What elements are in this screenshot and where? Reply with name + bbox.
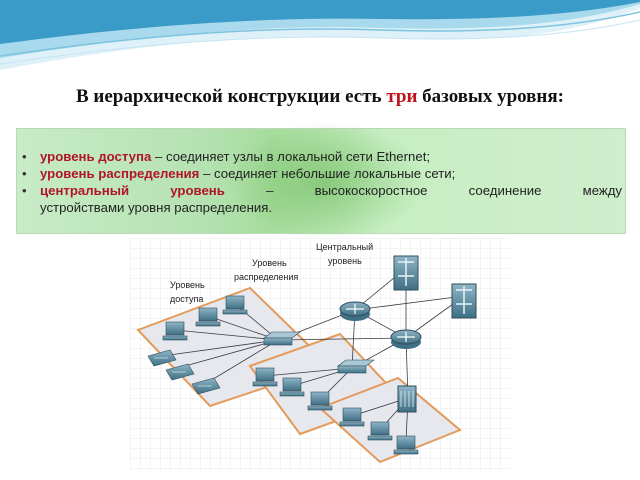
ip-phone-icon [191,377,221,395]
list-item-core: • центральный уровень – высокоскоростное… [22,183,622,198]
access-level-label: Уровень [170,280,205,290]
bullet-dot-icon: • [22,166,27,181]
ip-phone-icon [165,363,195,381]
pc-icon [339,407,365,427]
pc-icon [162,321,188,341]
pc-icon [393,435,419,455]
pc-icon [252,367,278,387]
list-item-access: • уровень доступа – соединяет узлы в лок… [22,149,431,164]
pc-icon [279,377,305,397]
pc-icon [307,391,333,411]
access-level-label-2: доступа [170,294,203,304]
network-hierarchy-diagram: Центральный уровень Уровень распределени… [130,238,510,470]
router-icon [390,329,422,349]
pc-icon [222,295,248,315]
server-icon [397,385,417,413]
list-item-distribution: • уровень распределения – соединяет небо… [22,166,456,181]
router-icon [339,301,371,321]
switch-icon [337,359,375,374]
switch-icon [263,331,301,346]
access-plane-3 [318,376,462,464]
levels-panel [16,121,626,241]
list-item-core-continuation: устройствами уровня распределения. [40,200,273,215]
core-level-label-2: уровень [328,256,362,266]
distribution-level-label-2: распределения [234,272,298,282]
ip-phone-icon [147,349,177,367]
pc-icon [195,307,221,327]
bullet-dot-icon: • [22,149,27,164]
title-accent-word: три [386,86,418,107]
distribution-level-label: Уровень [252,258,287,268]
pc-icon [367,421,393,441]
header-wave-decoration [0,0,640,70]
multilayer-switch-icon [451,283,477,319]
core-level-label: Центральный [316,242,373,252]
levels-list: • уровень доступа – соединяет узлы в лок… [22,148,622,216]
bullet-dot-icon: • [22,183,27,198]
slide-title: В иерархической конструкции есть три баз… [76,86,564,107]
multilayer-switch-icon [393,255,419,291]
